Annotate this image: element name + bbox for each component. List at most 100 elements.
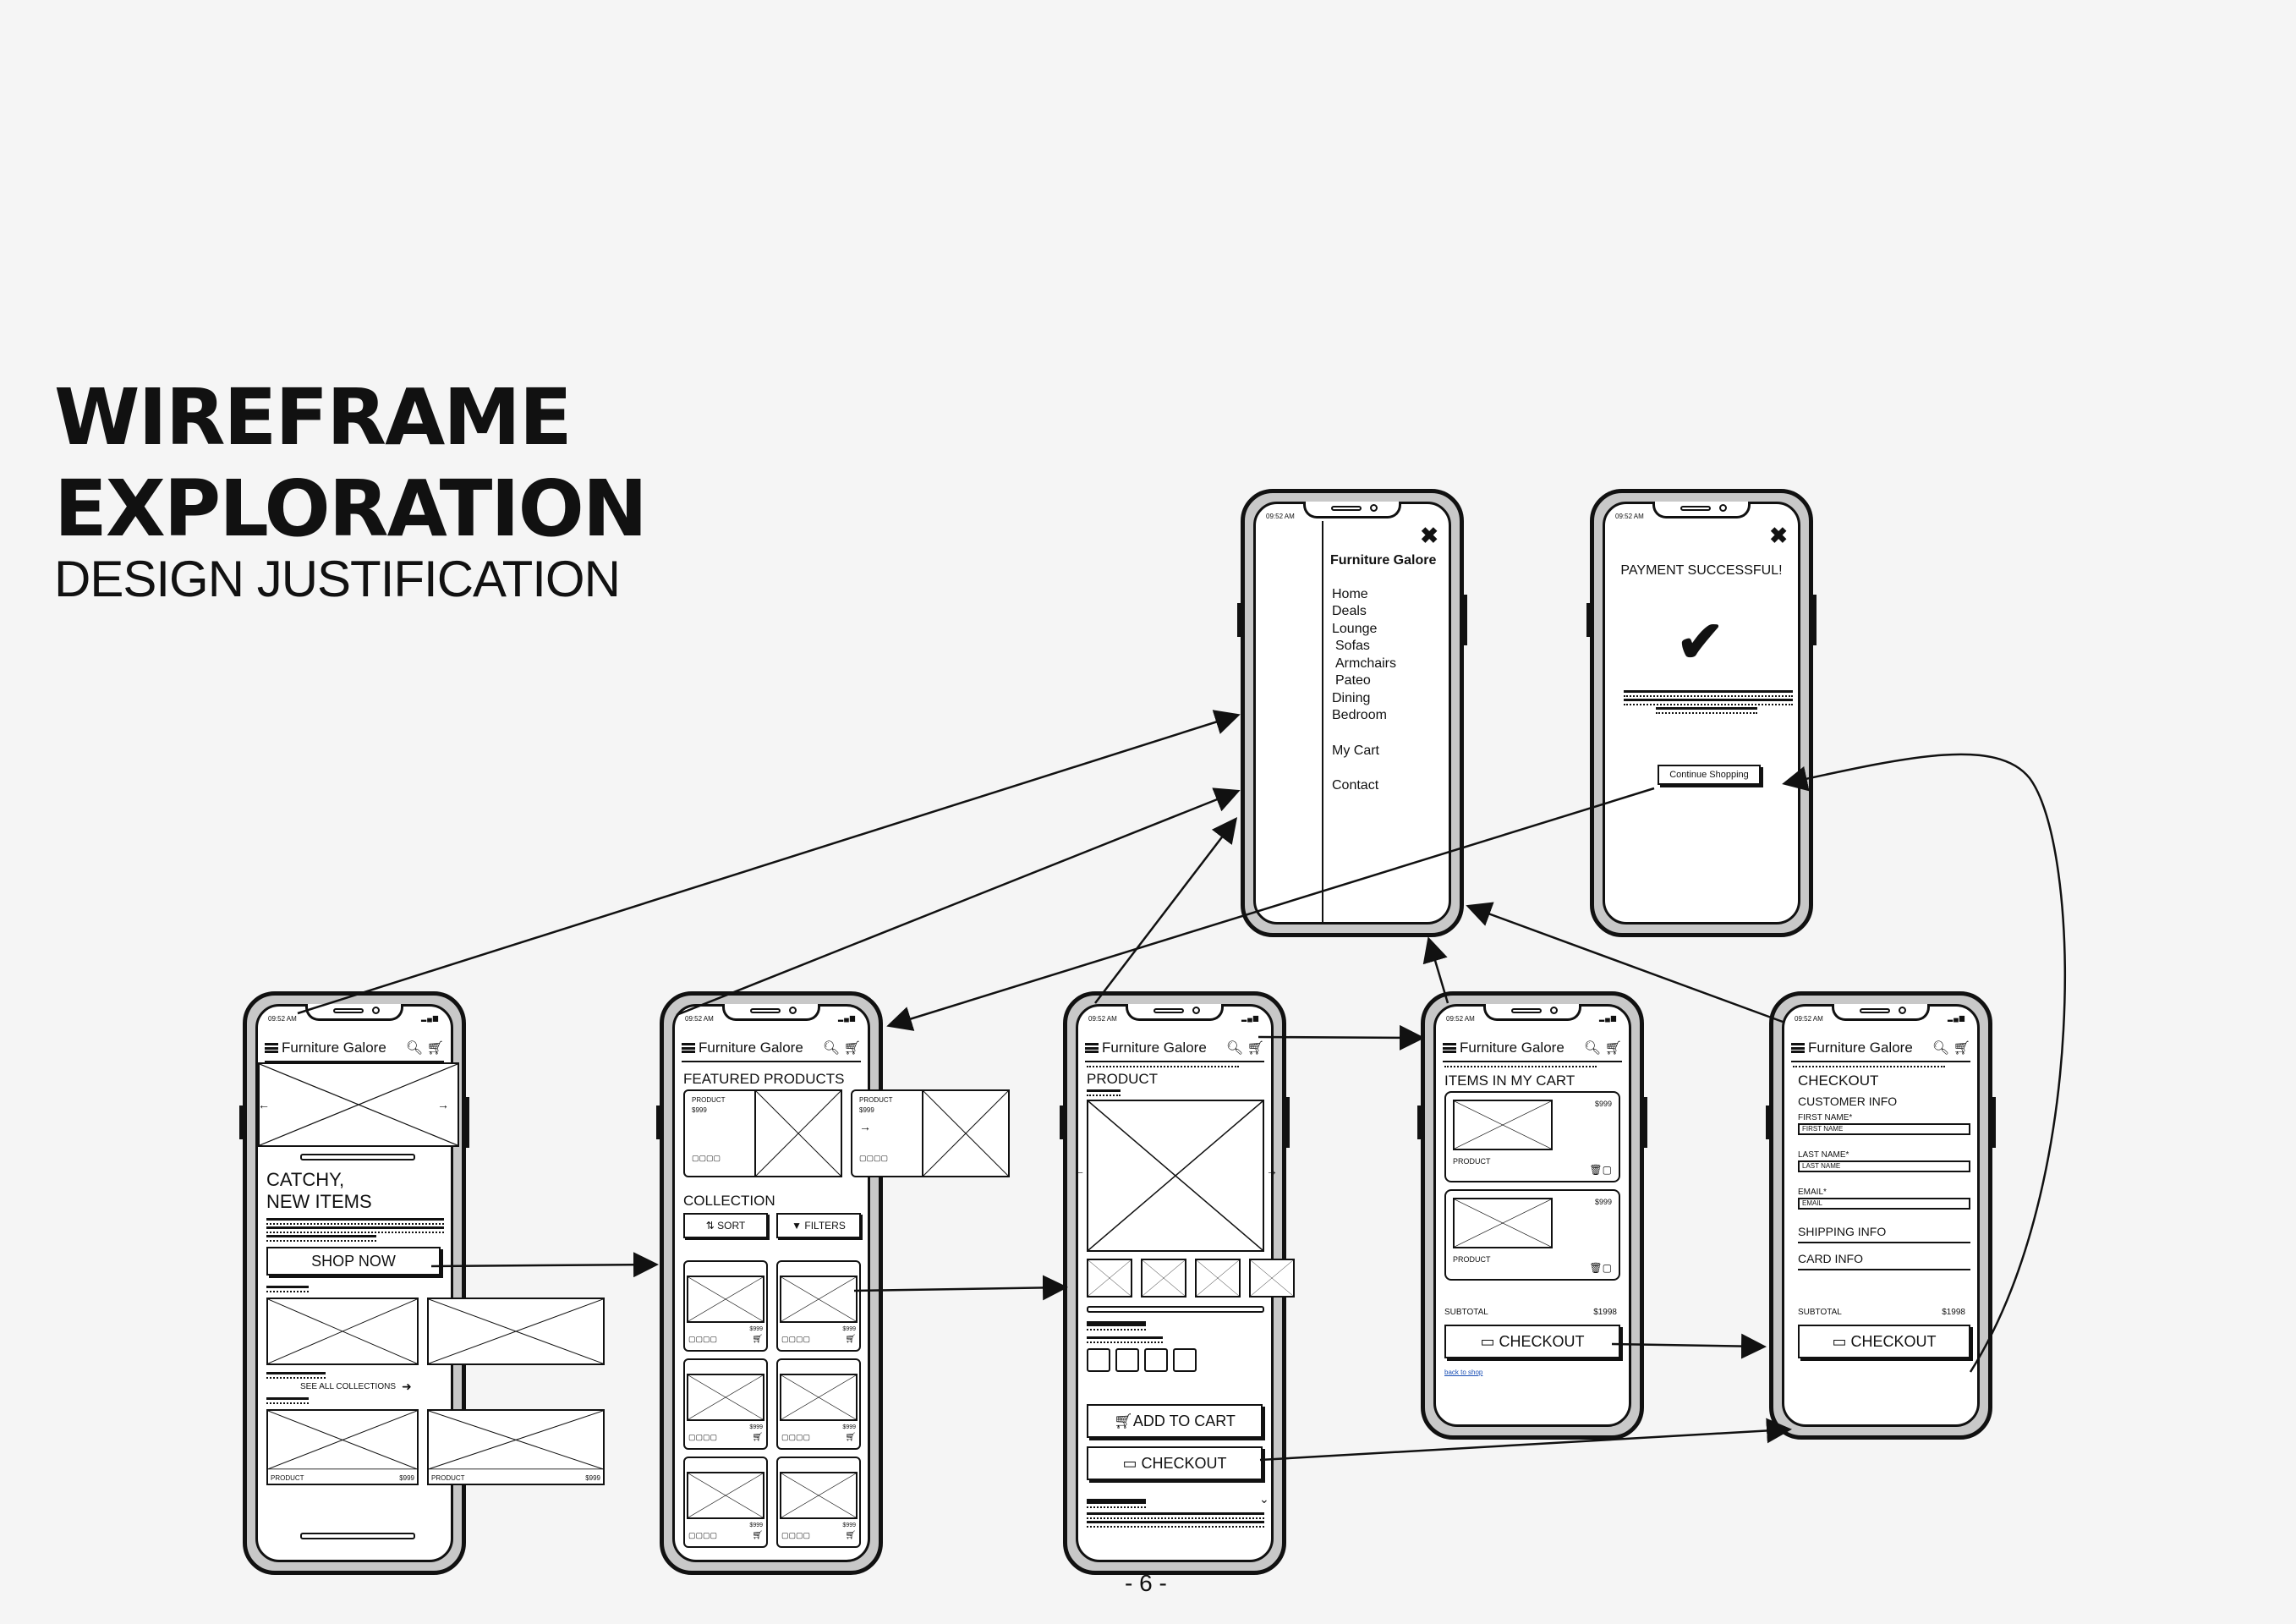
- signal-icon: ▂▄▆: [838, 1014, 856, 1022]
- collection-image[interactable]: [427, 1298, 605, 1365]
- back-to-shop-link[interactable]: back to shop: [1444, 1369, 1483, 1376]
- product-card[interactable]: $999 ▢▢▢▢ 🛒︎: [683, 1457, 768, 1548]
- cart-icon[interactable]: 🛒︎: [845, 1433, 856, 1442]
- cart-item[interactable]: $999 PRODUCT 🗑︎▢: [1444, 1091, 1620, 1182]
- thumbnail[interactable]: [1087, 1259, 1132, 1298]
- breadcrumb[interactable]: [1793, 1066, 1945, 1073]
- cart-item[interactable]: $999 PRODUCT 🗑︎▢: [1444, 1189, 1620, 1281]
- breadcrumb[interactable]: [1444, 1066, 1597, 1073]
- menu-item-cart[interactable]: My Cart: [1332, 743, 1379, 758]
- collection-heading: COLLECTION: [683, 1193, 775, 1209]
- trash-icon[interactable]: 🗑︎▢: [1589, 1164, 1612, 1176]
- product-card[interactable]: $999 ▢▢▢▢ 🛒︎: [776, 1457, 861, 1548]
- search-cart-icons[interactable]: 🔍︎ 🛒︎: [405, 1041, 444, 1056]
- shop-now-button[interactable]: SHOP NOW: [266, 1247, 441, 1276]
- title-line-1: WIREFRAME: [54, 372, 573, 463]
- card-info-section[interactable]: CARD INFO: [1798, 1252, 1863, 1265]
- product-price: $999: [749, 1424, 763, 1430]
- checkout-label: CHECKOUT: [1141, 1454, 1227, 1472]
- image-slider[interactable]: [1087, 1306, 1264, 1313]
- checkout-button[interactable]: ▭ CHECKOUT: [1444, 1325, 1620, 1358]
- add-to-cart-button[interactable]: 🛒︎ADD TO CART: [1087, 1404, 1263, 1438]
- cart-icon[interactable]: 🛒︎: [752, 1531, 763, 1540]
- status-time: 09:52 AM: [1446, 1015, 1475, 1023]
- product-card[interactable]: $999 ▢▢▢▢ 🛒︎: [683, 1260, 768, 1352]
- email-field[interactable]: EMAIL: [1798, 1198, 1970, 1210]
- first-name-field[interactable]: FIRST NAME: [1798, 1123, 1970, 1135]
- hamburger-icon[interactable]: [682, 1043, 695, 1053]
- checkout-label: CHECKOUT: [1850, 1332, 1937, 1350]
- menu-item-contact[interactable]: Contact: [1332, 778, 1379, 793]
- email-label: EMAIL*: [1798, 1188, 1827, 1197]
- hamburger-icon[interactable]: [1791, 1043, 1805, 1053]
- option-swatch[interactable]: [1087, 1348, 1110, 1372]
- search-cart-icons[interactable]: 🔍︎ 🛒︎: [1932, 1041, 1970, 1056]
- search-cart-icons[interactable]: 🔍︎ 🛒︎: [822, 1041, 861, 1056]
- hamburger-icon[interactable]: [1085, 1043, 1099, 1053]
- nav-bar: Furniture Galore 🔍︎ 🛒︎: [682, 1039, 861, 1062]
- continue-shopping-button[interactable]: Continue Shopping: [1658, 765, 1761, 785]
- breadcrumb[interactable]: [1087, 1066, 1239, 1073]
- signal-icon: ▂▄▆: [421, 1014, 439, 1022]
- search-cart-icons[interactable]: 🔍︎ 🛒︎: [1583, 1041, 1622, 1056]
- menu-item-deals[interactable]: Deals: [1332, 604, 1367, 618]
- brand: Furniture Galore: [1460, 1040, 1564, 1056]
- brand: Furniture Galore: [1808, 1040, 1913, 1056]
- collection-image[interactable]: [266, 1298, 419, 1365]
- option-swatch[interactable]: [1173, 1348, 1197, 1372]
- menu-item-dining[interactable]: Dining: [1332, 691, 1371, 705]
- product-price: $999: [399, 1474, 414, 1482]
- menu-item-sofas[interactable]: Sofas: [1335, 639, 1370, 653]
- thumbnail[interactable]: [1195, 1259, 1241, 1298]
- close-icon[interactable]: ✖: [1420, 523, 1438, 548]
- filters-label: FILTERS: [804, 1220, 846, 1232]
- arrow-right-icon[interactable]: →: [1266, 1164, 1278, 1177]
- thumbnail[interactable]: [1249, 1259, 1295, 1298]
- hamburger-icon[interactable]: [265, 1043, 278, 1053]
- cart-icon[interactable]: 🛒︎: [752, 1335, 763, 1344]
- product-card[interactable]: $999 ▢▢▢▢ 🛒︎: [776, 1358, 861, 1450]
- menu-item-home[interactable]: Home: [1332, 587, 1368, 601]
- arrow-left-icon[interactable]: ←: [258, 1098, 270, 1111]
- arrow-right-icon: ➜: [402, 1380, 412, 1393]
- option-swatch[interactable]: [1144, 1348, 1168, 1372]
- arrow-right-icon[interactable]: →: [437, 1098, 449, 1111]
- title-block: WIREFRAME EXPLORATION DESIGN JUSTIFICATI…: [54, 372, 648, 609]
- search-cart-icons[interactable]: 🔍︎ 🛒︎: [1225, 1041, 1264, 1056]
- close-icon[interactable]: ✖: [1769, 523, 1788, 548]
- thumbnail[interactable]: [1141, 1259, 1186, 1298]
- cart-icon: 🛒︎: [1114, 1412, 1133, 1429]
- arrow-left-icon[interactable]: ←: [1073, 1164, 1085, 1177]
- filters-button[interactable]: ▼ FILTERS: [776, 1213, 861, 1238]
- see-all-collections-link[interactable]: SEE ALL COLLECTIONS: [300, 1382, 397, 1391]
- subtitle: DESIGN JUSTIFICATION: [54, 551, 621, 607]
- hamburger-icon[interactable]: [1443, 1043, 1456, 1053]
- product-price: $999: [842, 1326, 856, 1332]
- trash-icon[interactable]: 🗑︎▢: [1589, 1262, 1612, 1274]
- menu-item-bedroom[interactable]: Bedroom: [1332, 708, 1387, 722]
- product-card[interactable]: PRODUCT $999: [266, 1409, 419, 1485]
- checkout-button[interactable]: ▭ CHECKOUT: [1087, 1446, 1263, 1480]
- sort-button[interactable]: ⇅ SORT: [683, 1213, 768, 1238]
- product-card[interactable]: $999 ▢▢▢▢ 🛒︎: [683, 1358, 768, 1450]
- menu-item-lounge[interactable]: Lounge: [1332, 622, 1378, 636]
- product-card[interactable]: PRODUCT $999: [427, 1409, 605, 1485]
- checkout-button[interactable]: ▭ CHECKOUT: [1798, 1325, 1970, 1358]
- listing-screen: 09:52 AM ▂▄▆ Furniture Galore 🔍︎ 🛒︎ FEAT…: [672, 1004, 1010, 1562]
- shipping-info-section[interactable]: SHIPPING INFO: [1798, 1225, 1887, 1238]
- cart-icon[interactable]: 🛒︎: [845, 1531, 856, 1540]
- option-swatch[interactable]: [1115, 1348, 1139, 1372]
- menu-item-armchairs[interactable]: Armchairs: [1335, 656, 1397, 671]
- menu-item-pateo[interactable]: Pateo: [1335, 673, 1371, 688]
- cart-icon[interactable]: 🛒︎: [752, 1433, 763, 1442]
- carousel-indicator[interactable]: [300, 1154, 415, 1160]
- last-name-field[interactable]: LAST NAME: [1798, 1160, 1970, 1172]
- featured-card[interactable]: PRODUCT $999 → ▢▢▢▢: [851, 1089, 1010, 1177]
- chevron-down-icon[interactable]: ⌄: [1259, 1492, 1269, 1506]
- carousel-indicator[interactable]: [300, 1533, 415, 1539]
- product-card[interactable]: $999 ▢▢▢▢ 🛒︎: [776, 1260, 861, 1352]
- featured-card[interactable]: PRODUCT $999 ▢▢▢▢: [683, 1089, 842, 1177]
- arrow-right-icon[interactable]: →: [859, 1120, 871, 1133]
- phone-menu: 09:52 AM ✖ Furniture Galore Home Deals L…: [1237, 489, 1467, 937]
- cart-icon[interactable]: 🛒︎: [845, 1335, 856, 1344]
